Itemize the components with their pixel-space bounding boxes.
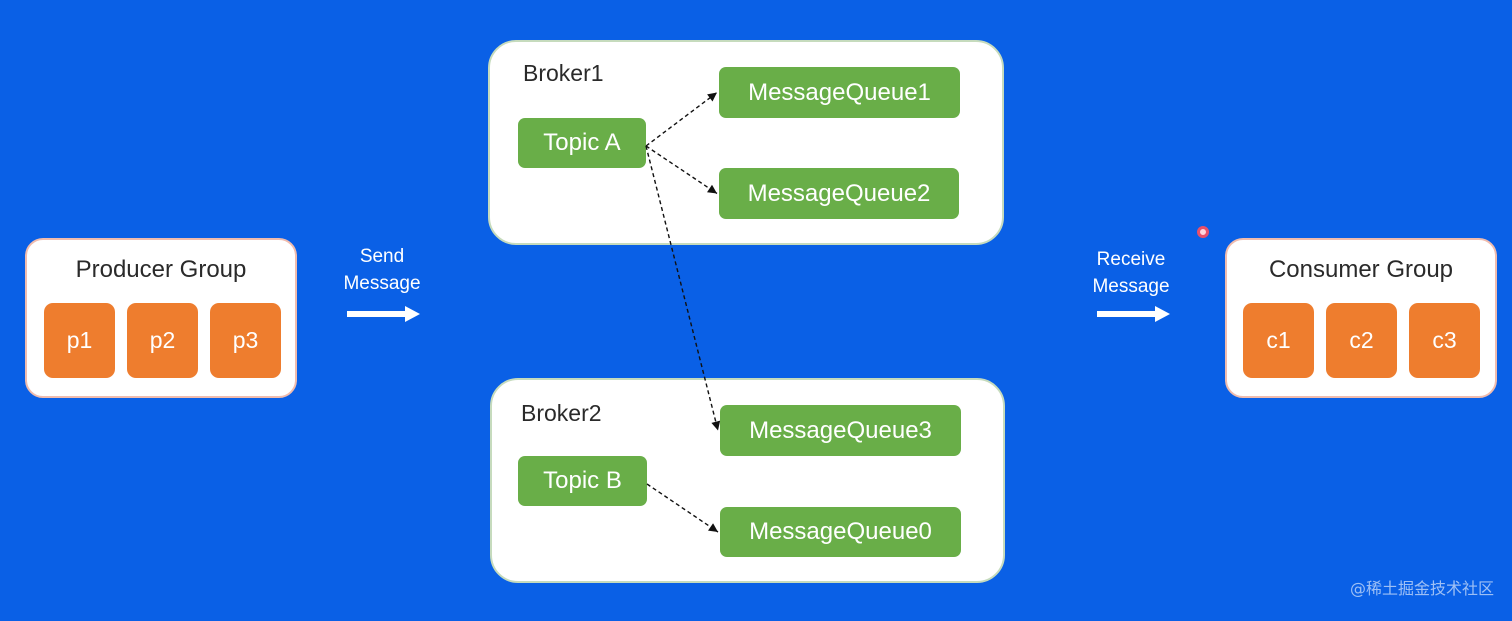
receive-label-line2: Message: [1092, 276, 1170, 297]
message-queue-node: MessageQueue3: [720, 405, 961, 456]
topic-node: Topic B: [518, 456, 647, 506]
arrow-right-icon: [347, 306, 420, 322]
message-queue-node: MessageQueue2: [719, 168, 959, 219]
producer-group-title: Producer Group: [75, 256, 247, 283]
watermark: @稀土掘金技术社区: [1349, 579, 1494, 598]
topic-node: Topic A: [518, 118, 646, 168]
send-message-label: Send Message: [336, 243, 428, 297]
broker-name: Broker2: [521, 400, 602, 426]
broker-box: Broker2 Topic B MessageQueue3 MessageQue…: [490, 378, 1005, 583]
consumer-group-title: Consumer Group: [1268, 256, 1454, 283]
broker-name: Broker1: [523, 60, 604, 86]
consumer-member: c2: [1326, 303, 1397, 378]
consumer-group-box: Consumer Group c1 c2 c3: [1225, 238, 1497, 398]
send-label-line1: Send: [359, 246, 405, 267]
producer-member: p2: [127, 303, 198, 378]
receive-message-label: Receive Message: [1085, 246, 1177, 300]
send-label-line2: Message: [343, 273, 421, 294]
producer-group-box: Producer Group p1 p2 p3: [25, 238, 297, 398]
producer-member: p1: [44, 303, 115, 378]
cursor-indicator-icon: [1197, 226, 1209, 238]
arrow-right-icon: [1097, 306, 1170, 322]
producer-member: p3: [210, 303, 281, 378]
receive-label-line1: Receive: [1096, 249, 1166, 270]
message-queue-node: MessageQueue1: [719, 67, 960, 118]
broker-box: Broker1 Topic A MessageQueue1 MessageQue…: [488, 40, 1004, 245]
message-queue-node: MessageQueue0: [720, 507, 961, 557]
consumer-member: c3: [1409, 303, 1480, 378]
consumer-member: c1: [1243, 303, 1314, 378]
